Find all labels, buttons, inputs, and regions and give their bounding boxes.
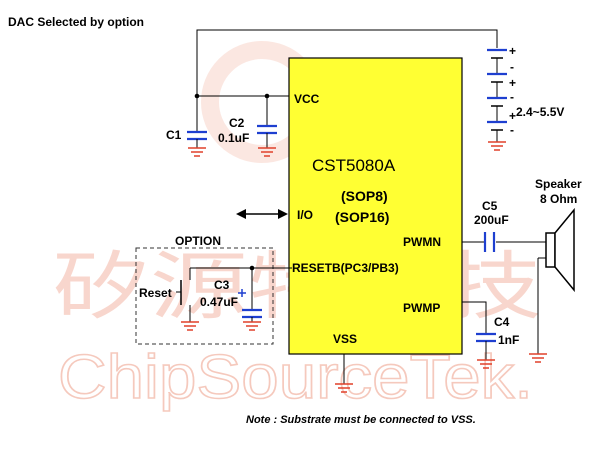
- ground-vss: [335, 383, 353, 393]
- label-reset: Reset: [139, 286, 172, 300]
- battery-plus-2: +: [509, 76, 516, 90]
- battery-plus-3: +: [509, 109, 516, 123]
- ground-c1: [188, 147, 206, 157]
- ground-speaker: [529, 353, 547, 363]
- substrate-note: Note : Substrate must be connected to VS…: [246, 414, 476, 426]
- ground-c2: [258, 147, 276, 157]
- chip-name: CST5080A: [312, 156, 396, 175]
- capacitor-c5: [483, 232, 496, 252]
- label-c3-value: 0.47uF: [200, 295, 238, 309]
- ground-c4: [477, 359, 495, 369]
- capacitor-c3: [238, 289, 262, 322]
- pwmp-net: [462, 301, 487, 334]
- pin-io: I/O: [297, 208, 313, 222]
- battery-plus-1: +: [509, 44, 516, 58]
- option-box: [135, 247, 274, 345]
- label-speaker: Speaker: [535, 177, 582, 191]
- pin-vss: VSS: [333, 332, 357, 346]
- reset-network: [176, 265, 292, 322]
- pin-resetb: RESETB(PC3/PB3): [292, 261, 399, 275]
- label-c2-value: 0.1uF: [218, 131, 249, 145]
- pin-pwmp: PWMP: [403, 301, 440, 315]
- pin-vcc: VCC: [294, 92, 320, 106]
- ic-chip: [288, 57, 463, 355]
- label-c3: C3: [214, 278, 230, 292]
- battery-minus-3: -: [510, 123, 514, 137]
- battery: [487, 48, 507, 142]
- vcc-net: [194, 29, 498, 132]
- io-arrow: [236, 209, 288, 219]
- chip-package-sop16: (SOP16): [335, 209, 389, 225]
- battery-minus-2: -: [510, 90, 514, 104]
- label-c1: C1: [166, 128, 182, 142]
- ground-reset: [181, 321, 199, 331]
- capacitor-c4: [476, 332, 496, 360]
- capacitor-c2: [257, 124, 277, 148]
- label-c4: C4: [494, 315, 510, 329]
- label-c5-value: 200uF: [474, 213, 509, 227]
- label-c4-value: 1nF: [498, 333, 519, 347]
- label-c2: C2: [229, 116, 245, 130]
- chip-package-sop8: (SOP8): [341, 188, 388, 204]
- speaker-icon: [537, 207, 575, 354]
- ground-c3: [243, 321, 261, 331]
- ground-battery: [488, 141, 506, 151]
- battery-minus-1: -: [510, 60, 514, 74]
- option-label: OPTION: [175, 234, 221, 248]
- capacitor-c1: [187, 130, 207, 148]
- pin-pwmn: PWMN: [403, 235, 441, 249]
- diagram-title: DAC Selected by option: [8, 15, 144, 29]
- label-speaker-value: 8 Ohm: [540, 192, 577, 206]
- label-c5: C5: [482, 199, 498, 213]
- battery-voltage-range: 2.4~5.5V: [516, 105, 564, 119]
